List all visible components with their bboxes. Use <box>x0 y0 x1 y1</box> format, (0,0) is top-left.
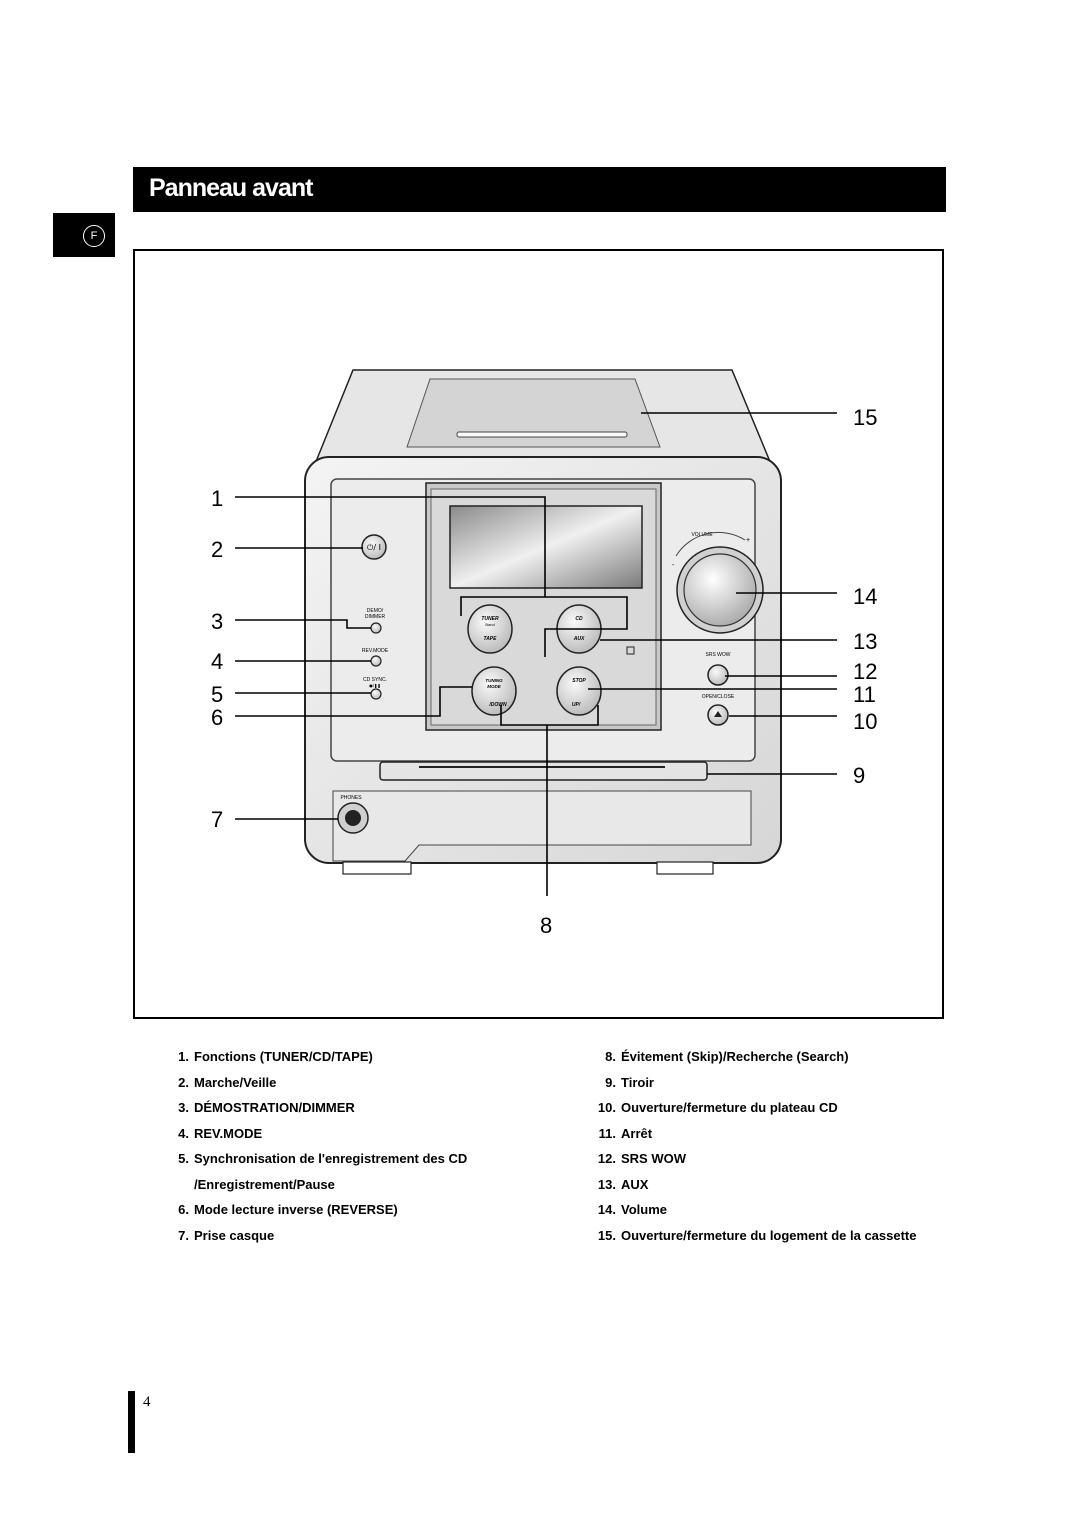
callout-15: 15 <box>853 405 877 430</box>
svg-text:MODE: MODE <box>487 684 501 689</box>
svg-text:AUX: AUX <box>573 636 585 642</box>
phones-label: PHONES <box>340 795 362 801</box>
svg-text:STOP: STOP <box>572 678 586 684</box>
legend-item: 12.SRS WOW <box>597 1151 686 1166</box>
svg-text:Band: Band <box>485 622 494 627</box>
legend-item: 15.Ouverture/fermeture du logement de la… <box>597 1227 917 1243</box>
callout-13: 13 <box>853 629 877 654</box>
srs-wow-button[interactable] <box>707 664 729 686</box>
legend-item: 1.Fonctions (TUNER/CD/TAPE) <box>178 1049 373 1064</box>
cd-sync-button[interactable] <box>370 688 382 700</box>
legend-item: 14.Volume <box>597 1202 667 1217</box>
language-tab-label: F <box>83 225 105 247</box>
dimmer-label: DIMMER <box>365 614 386 620</box>
legend-item: 11.Arrêt <box>598 1125 653 1141</box>
left-foot <box>342 861 412 875</box>
page-number-bar <box>128 1391 135 1453</box>
callout-4: 4 <box>211 649 223 674</box>
front-panel-figure: TUNER Band TAPE CD AUX TUNING MODE /DOWN… <box>133 249 944 1019</box>
legend-item: 7.Prise casque <box>178 1227 275 1243</box>
legend-item: 6.Mode lecture inverse (REVERSE) <box>178 1202 398 1217</box>
volume-minus-label: - <box>672 562 675 569</box>
cd-sync-label: CD SYNC. <box>363 677 387 683</box>
rev-mode-label: REV.MODE <box>362 648 389 654</box>
page-title: Panneau avant <box>149 174 313 202</box>
volume-knob[interactable] <box>683 553 757 627</box>
callout-2: 2 <box>211 537 223 562</box>
callout-14: 14 <box>853 584 877 609</box>
rev-mode-button[interactable] <box>370 655 382 667</box>
tuning-mode-down-button[interactable]: TUNING MODE /DOWN <box>471 666 517 716</box>
callout-8: 8 <box>540 913 552 938</box>
svg-text:CD: CD <box>575 616 583 622</box>
legend-item: 4.REV.MODE <box>178 1125 263 1141</box>
tuner-tape-button[interactable]: TUNER Band TAPE <box>467 604 513 654</box>
callout-9: 9 <box>853 763 865 788</box>
language-tab: F <box>53 213 115 257</box>
legend-item: 2.Marche/Veille <box>178 1074 277 1090</box>
legend-right: 8.Évitement (Skip)/Recherche (Search) 9.… <box>594 1044 954 1248</box>
demo-label: DEMO/ <box>367 608 384 614</box>
legend-item: 10.Ouverture/fermeture du plateau CD <box>597 1100 838 1115</box>
front-panel-illustration: TUNER Band TAPE CD AUX TUNING MODE /DOWN… <box>211 369 877 938</box>
legend-item: 3.DÉMOSTRATION/DIMMER <box>178 1100 355 1115</box>
volume-plus-label: + <box>746 537 750 544</box>
callout-10: 10 <box>853 709 877 734</box>
legend-left: 1.Fonctions (TUNER/CD/TAPE) 2.Marche/Vei… <box>174 1044 574 1248</box>
display-screen <box>449 505 643 589</box>
legend-item: 5.Synchronisation de l'enregistrement de… <box>178 1151 468 1166</box>
callout-3: 3 <box>211 609 223 634</box>
section-title-bar: Panneau avant <box>133 167 946 212</box>
svg-text:TUNING: TUNING <box>485 678 503 683</box>
cd-tray[interactable] <box>379 761 708 781</box>
cd-sync-sublabel: ●/❚❚ <box>369 683 381 688</box>
callout-12: 12 <box>853 659 877 684</box>
svg-text:TAPE: TAPE <box>484 636 498 642</box>
demo-dimmer-button[interactable] <box>370 622 382 634</box>
callout-1: 1 <box>211 486 223 511</box>
callout-11: 11 <box>853 682 876 707</box>
callout-6: 6 <box>211 705 223 730</box>
eject-icon <box>714 711 722 717</box>
svg-text:UP/: UP/ <box>572 702 581 708</box>
svg-text:/DOWN: /DOWN <box>488 702 507 708</box>
headphone-jack-icon[interactable] <box>345 810 361 826</box>
callout-numbers: 1 2 3 4 5 6 7 8 9 10 11 12 13 14 15 <box>211 405 877 938</box>
legend-item: 8.Évitement (Skip)/Recherche (Search) <box>605 1049 849 1064</box>
callout-5: 5 <box>211 682 223 707</box>
cassette-housing <box>313 369 773 465</box>
legend-item: 13.AUX <box>597 1176 649 1192</box>
svg-text:TUNER: TUNER <box>481 616 499 622</box>
open-close-label: OPEN/CLOSE <box>702 694 735 700</box>
legend-item: /Enregistrement/Pause <box>194 1176 335 1192</box>
legend-item: 9.Tiroir <box>605 1074 654 1090</box>
stop-up-button[interactable]: STOP UP/ <box>556 666 602 716</box>
page-number: 4 <box>143 1394 151 1410</box>
power-button[interactable] <box>361 534 387 560</box>
srs-wow-label: SRS WOW <box>706 652 731 658</box>
callout-lines <box>235 412 837 896</box>
right-foot <box>656 861 714 875</box>
indicator-square <box>626 646 635 655</box>
callout-7: 7 <box>211 807 223 832</box>
power-symbol: ⏻/ I <box>367 543 381 552</box>
